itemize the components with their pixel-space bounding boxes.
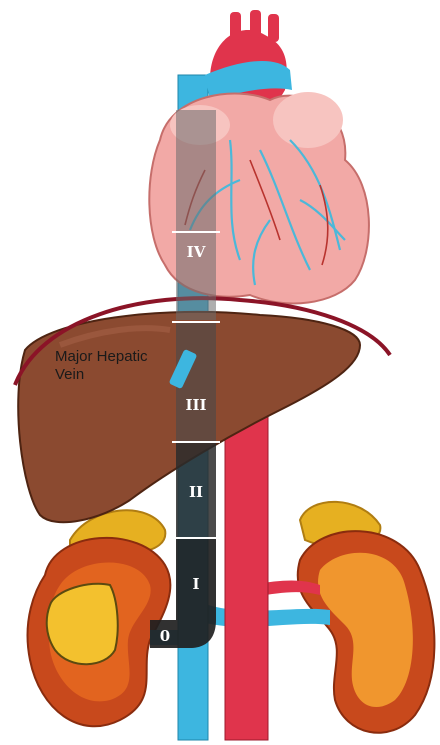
hepatic-vein-annotation-line1: Major Hepatic [55, 348, 148, 365]
left-atrium [273, 92, 343, 148]
level-iii-label: III [185, 396, 206, 414]
hepatic-vein-annotation-line2: Vein [55, 366, 84, 383]
level-iv-label: IV [187, 243, 206, 261]
level-0-label: 0 [160, 627, 170, 645]
aortic-branch-2 [250, 10, 261, 38]
level-i-label: I [192, 575, 199, 593]
abdominal-aorta [225, 410, 268, 740]
left-kidney-tumor [47, 584, 118, 665]
left-side-kidney [28, 510, 171, 726]
level-ii-label: II [189, 483, 203, 501]
aortic-branch-1 [230, 12, 241, 40]
level-iv-overlay [176, 110, 216, 320]
aortic-branch-3 [268, 14, 279, 42]
